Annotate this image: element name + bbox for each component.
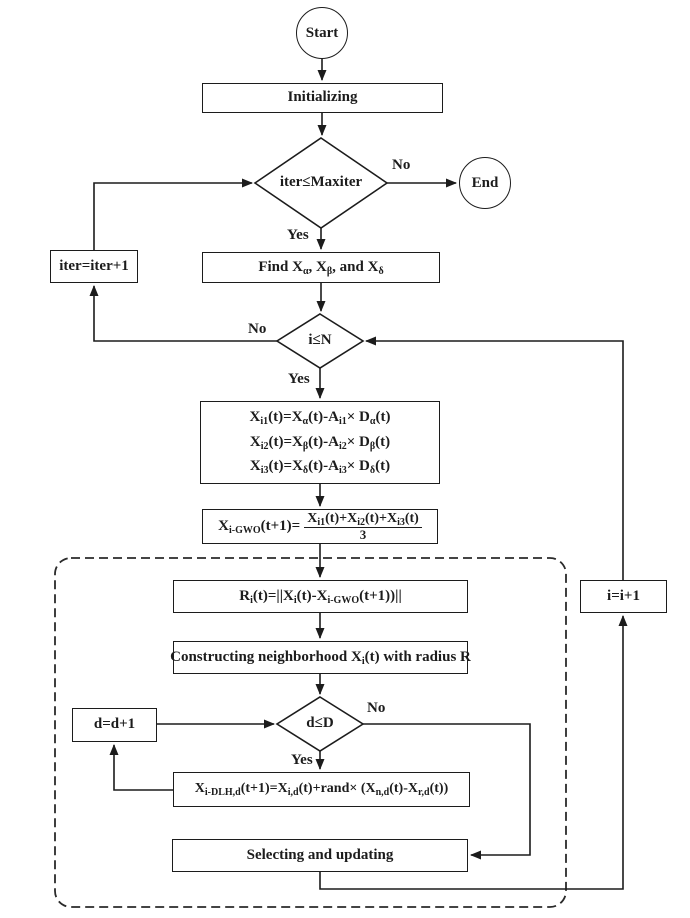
dlh-dashed-container (54, 557, 567, 908)
position-equations-box: Xi1(t)=Xα(t)-Ai1× Dα(t) Xi2(t)=Xβ(t)-Ai2… (200, 401, 440, 484)
neighborhood-label: Constructing neighborhood Xi(t) with rad… (170, 648, 471, 667)
edge-selecting-to-i-increment (319, 615, 628, 890)
dlh-equation-box: Xi-DLH,d(t+1)=Xi,d(t)+rand× (Xn,d(t)-Xr,… (173, 772, 470, 807)
i-increment-label: i=i+1 (607, 587, 640, 604)
edge-d-no-to-selecting (363, 723, 531, 860)
gwo-denominator: 3 (359, 527, 367, 543)
iter-increment-label: iter=iter+1 (59, 257, 129, 274)
gwo-numerator: Xi1(t)+Xi2(t)+Xi3(t) (304, 511, 422, 529)
position-equation-2: Xi2(t)=Xβ(t)-Ai2× Dβ(t) (249, 433, 391, 452)
d-check-diamond (275, 696, 365, 752)
gwo-fraction: Xi1(t)+Xi2(t)+Xi3(t) 3 (304, 511, 422, 543)
position-equation-3: Xi3(t)=Xδ(t)-Ai3× Dδ(t) (249, 458, 391, 477)
edge-i-increment-to-i-check (365, 336, 624, 580)
edge-i-no-to-iter-increment (89, 285, 277, 342)
selecting-updating-label: Selecting and updating (246, 846, 394, 863)
find-leaders-label: Find Xα, Xβ, and Xδ (258, 258, 384, 277)
iter-check-diamond (253, 137, 389, 229)
radius-equation-box: Ri(t)=||Xi(t)-Xi-GWO(t+1))|| (173, 580, 468, 613)
d-increment-box: d=d+1 (72, 708, 157, 742)
find-leaders-box: Find Xα, Xβ, and Xδ (202, 252, 440, 283)
i-increment-box: i=i+1 (580, 580, 667, 613)
gwo-lhs: Xi-GWO(t+1)= (218, 517, 301, 536)
radius-equation-label: Ri(t)=||Xi(t)-Xi-GWO(t+1))|| (239, 587, 402, 606)
edge-iter-increment-to-iter-check (93, 178, 253, 250)
iter-increment-box: iter=iter+1 (50, 250, 138, 283)
d-increment-label: d=d+1 (93, 716, 136, 733)
initializing-box: Initializing (202, 83, 443, 113)
edge-dlh-to-d-increment (109, 744, 173, 791)
i-check-diamond (275, 313, 365, 369)
end-terminal: End (459, 157, 511, 209)
gwo-average-box: Xi-GWO(t+1)= Xi1(t)+Xi2(t)+Xi3(t) 3 (202, 509, 438, 544)
selecting-updating-box: Selecting and updating (172, 839, 468, 872)
end-label: End (471, 174, 499, 191)
initializing-label: Initializing (287, 89, 358, 106)
start-label: Start (305, 24, 339, 41)
position-equation-1: Xi1(t)=Xα(t)-Ai1× Dα(t) (249, 409, 391, 428)
dlh-equation-label: Xi-DLH,d(t+1)=Xi,d(t)+rand× (Xn,d(t)-Xr,… (194, 781, 449, 799)
start-terminal: Start (296, 7, 348, 59)
neighborhood-box: Constructing neighborhood Xi(t) with rad… (170, 641, 471, 674)
